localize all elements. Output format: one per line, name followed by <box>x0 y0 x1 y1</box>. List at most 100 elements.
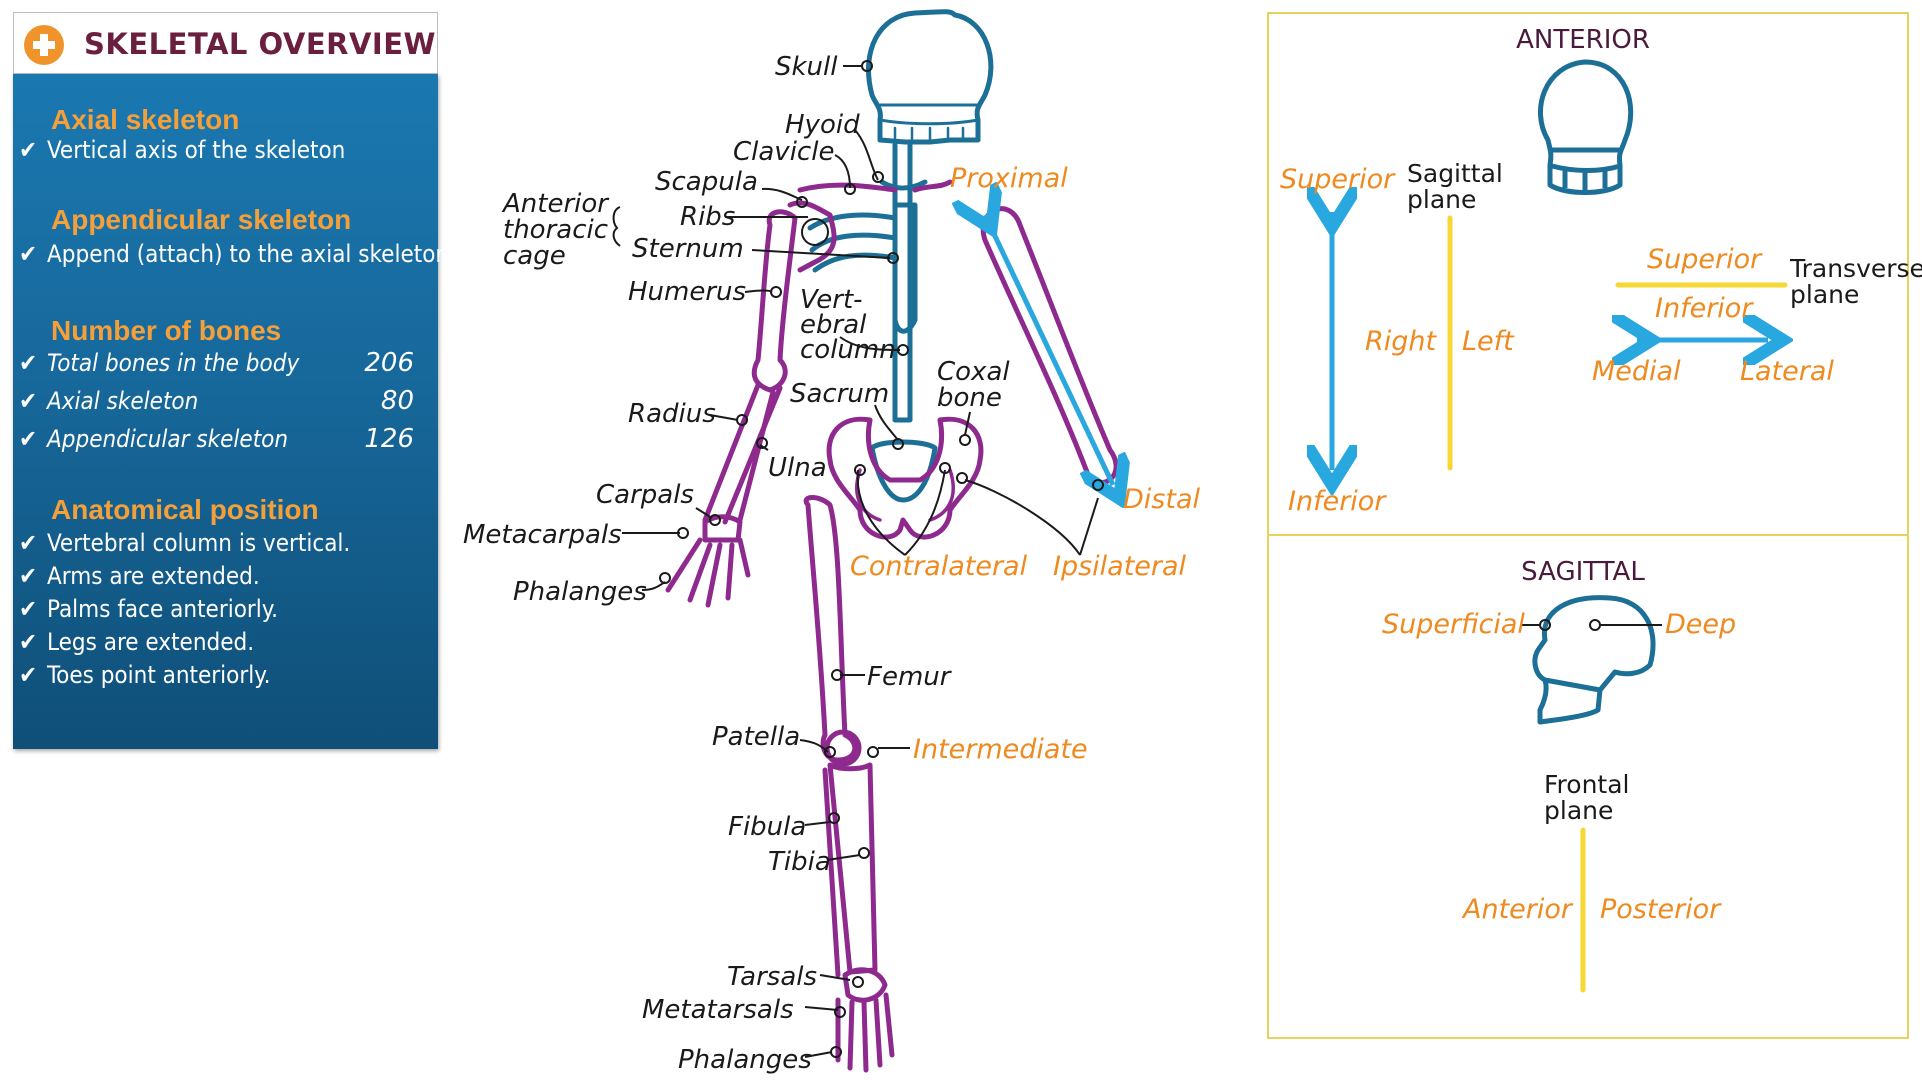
label-anterior-thoracic-cage-3: cage <box>503 241 566 271</box>
fibula-bone <box>822 767 841 978</box>
leader-lines <box>612 60 1104 1058</box>
label-frontal-plane-2: plane <box>1544 796 1613 825</box>
list-item: ✔Arms are extended. <box>19 562 260 590</box>
list-item: ✔Palms face anteriorly. <box>19 595 278 623</box>
label-phalanges-foot: Phalanges <box>678 1045 812 1075</box>
list-item: ✔Total bones in the body <box>19 349 300 377</box>
label-hyoid: Hyoid <box>785 110 860 140</box>
coxal-bone <box>826 416 984 540</box>
list-item: ✔Append (attach) to the axial skeleton <box>19 240 450 268</box>
label-fibula: Fibula <box>728 812 806 842</box>
label-ulna: Ulna <box>768 453 827 483</box>
label-humerus: Humerus <box>628 277 746 307</box>
label-femur: Femur <box>867 662 953 692</box>
panel-header: SKELETAL OVERVIEW <box>13 12 438 74</box>
label-superficial: Superficial <box>1382 609 1525 640</box>
hand-bones <box>665 514 751 608</box>
section-title-appendicular: Appendicular skeleton <box>51 204 352 235</box>
label-vertebral-column-3: column <box>800 335 896 365</box>
label-ribs: Ribs <box>680 202 735 232</box>
label-scapula: Scapula <box>655 167 758 197</box>
check-icon: ✔ <box>19 136 38 164</box>
list-item: ✔Toes point anteriorly. <box>19 661 271 689</box>
label-intermediate: Intermediate <box>913 734 1088 765</box>
label-coxal-bone-1: Coxal <box>937 357 1010 387</box>
label-contralateral: Contralateral <box>850 551 1028 582</box>
list-item: ✔Appendicular skeleton <box>19 425 289 453</box>
label-metacarpals: Metacarpals <box>463 520 622 550</box>
sagittal-title: SAGITTAL <box>1521 557 1645 587</box>
check-icon: ✔ <box>19 240 38 268</box>
list-item: ✔Vertical axis of the skeleton <box>19 136 346 164</box>
humerus-left <box>751 209 798 393</box>
label-superior: Superior <box>1280 164 1396 195</box>
label-clavicle: Clavicle <box>733 137 834 167</box>
bone-count: 206 <box>364 348 414 378</box>
label-anterior: Anterior <box>1461 894 1574 925</box>
label-tarsals: Tarsals <box>727 962 817 992</box>
label-coxal-bone-2: bone <box>937 383 1002 413</box>
skull-bone <box>866 9 994 145</box>
panel-title: SKELETAL OVERVIEW <box>84 27 436 61</box>
label-sagittal-plane-2: plane <box>1407 185 1476 214</box>
anterior-title: ANTERIOR <box>1516 25 1650 55</box>
label-sternum: Sternum <box>632 234 744 264</box>
label-inferior-small: Inferior <box>1655 293 1754 324</box>
label-anterior-thoracic-cage-1: Anterior <box>501 189 610 219</box>
label-sacrum: Sacrum <box>790 379 889 409</box>
list-item: ✔Legs are extended. <box>19 628 255 656</box>
label-medial: Medial <box>1592 356 1681 387</box>
label-inferior: Inferior <box>1288 486 1387 517</box>
label-right: Right <box>1365 326 1438 357</box>
label-phalanges-hand: Phalanges <box>513 577 647 607</box>
label-radius: Radius <box>628 399 716 429</box>
label-posterior: Posterior <box>1600 894 1722 925</box>
check-icon: ✔ <box>19 562 38 590</box>
sagittal-skull-icon <box>1532 595 1656 725</box>
label-deep: Deep <box>1665 609 1736 640</box>
label-vertebral-column-2: ebral <box>800 310 867 340</box>
label-skull: Skull <box>775 52 838 82</box>
section-title-axial: Axial skeleton <box>51 104 240 135</box>
check-icon: ✔ <box>19 529 38 557</box>
bone-count: 126 <box>364 424 414 454</box>
label-metatarsals: Metatarsals <box>642 995 794 1025</box>
list-item: ✔Axial skeleton <box>19 387 199 415</box>
check-icon: ✔ <box>19 349 38 377</box>
check-icon: ✔ <box>19 661 38 689</box>
label-distal: Distal <box>1123 484 1200 515</box>
summary-panel: Axial skeleton ✔Vertical axis of the ske… <box>13 74 449 749</box>
anterior-box: ANTERIOR Superior Inferior Sagittal plan… <box>1267 12 1922 536</box>
sagittal-box: SAGITTAL Superficial Deep Frontal plane … <box>1267 534 1909 1039</box>
plus-icon <box>24 25 64 65</box>
label-proximal: Proximal <box>950 163 1068 194</box>
tibia-bone <box>827 762 878 975</box>
label-tibia: Tibia <box>768 847 831 877</box>
label-vertebral-column-1: Vert- <box>800 285 863 315</box>
label-frontal-plane-1: Frontal <box>1544 770 1630 799</box>
label-left: Left <box>1462 326 1515 357</box>
check-icon: ✔ <box>19 628 38 656</box>
section-title-anatomical-position: Anatomical position <box>51 494 319 525</box>
check-icon: ✔ <box>19 425 38 453</box>
check-icon: ✔ <box>19 595 38 623</box>
label-ipsilateral: Ipsilateral <box>1053 551 1187 582</box>
label-transverse-plane-1: Transverse <box>1789 254 1922 283</box>
appendicular-skeleton <box>665 179 1119 1073</box>
label-transverse-plane-2: plane <box>1790 280 1859 309</box>
label-carpals: Carpals <box>596 480 694 510</box>
list-item: ✔Vertebral column is vertical. <box>19 529 351 557</box>
bone-count: 80 <box>380 386 414 416</box>
anterior-skull-icon <box>1538 59 1634 195</box>
section-title-bones: Number of bones <box>51 315 282 346</box>
label-anterior-thoracic-cage-2: thoracic <box>503 215 608 245</box>
label-patella: Patella <box>712 722 800 752</box>
foot-bones <box>835 967 895 1073</box>
sternum-bone <box>892 202 918 334</box>
check-icon: ✔ <box>19 387 38 415</box>
label-sagittal-plane-1: Sagittal <box>1407 159 1503 188</box>
femur-bone <box>803 495 858 763</box>
label-lateral: Lateral <box>1740 356 1834 387</box>
ulna-bone <box>737 389 776 523</box>
